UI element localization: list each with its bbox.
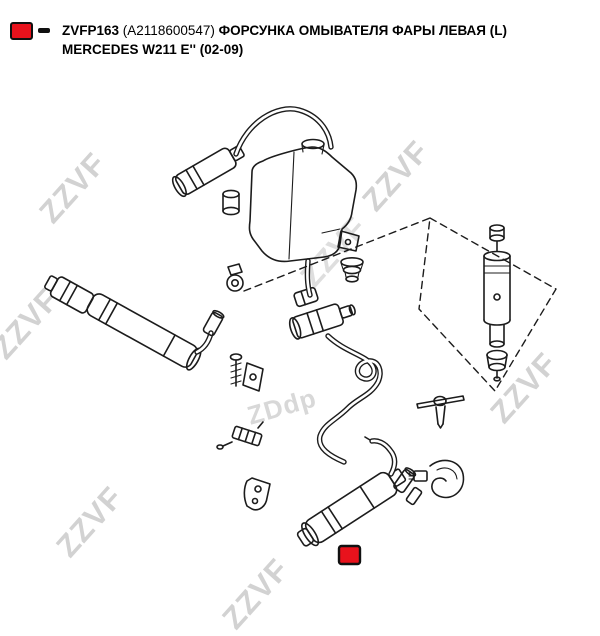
part-title: ZVFP163 (A2118600547) ФОРСУНКА ОМЫВАТЕЛЯ… <box>62 21 584 59</box>
check-valve <box>216 421 264 450</box>
lower-mounting-bracket <box>243 477 271 511</box>
pump-inlet-hose <box>304 258 313 298</box>
mounting-bracket <box>242 362 264 392</box>
tank-bracket <box>337 230 360 252</box>
connector-fitting <box>405 486 423 506</box>
red-marker-legend-icon <box>10 22 33 40</box>
oem-number: (A2118600547) <box>122 23 215 38</box>
callout-dashed-lines <box>243 217 557 392</box>
washer-nozzle-pump-highlighted <box>296 436 423 547</box>
washer-reservoir <box>248 138 358 263</box>
inline-pump <box>288 286 356 340</box>
left-washer-nozzle <box>44 275 225 371</box>
pump-outlet-fitting <box>222 189 240 216</box>
parts-diagram <box>44 106 557 566</box>
hose-clamp <box>408 459 465 499</box>
headlamp-actuator <box>483 224 511 382</box>
fixing-screw <box>229 353 243 387</box>
part-code: ZVFP163 <box>62 23 120 38</box>
part-header: ZVFP163 (A2118600547) ФОРСУНКА ОМЫВАТЕЛЯ… <box>0 0 600 59</box>
elbow-connector <box>393 467 417 494</box>
mounting-clip <box>226 263 244 292</box>
part-description: ФОРСУНКА ОМЫВАТЕЛЯ ФАРЫ ЛЕВАЯ (L) MERCED… <box>62 23 507 58</box>
washer-hose-coil <box>316 333 383 465</box>
push-pin-clip <box>416 395 465 429</box>
nozzle-head <box>44 275 95 314</box>
part-location-marker <box>337 544 362 566</box>
filler-hose <box>233 106 334 157</box>
dash-icon <box>38 28 50 33</box>
rubber-grommet <box>340 256 364 283</box>
washer-pump-cylinder <box>171 145 245 198</box>
